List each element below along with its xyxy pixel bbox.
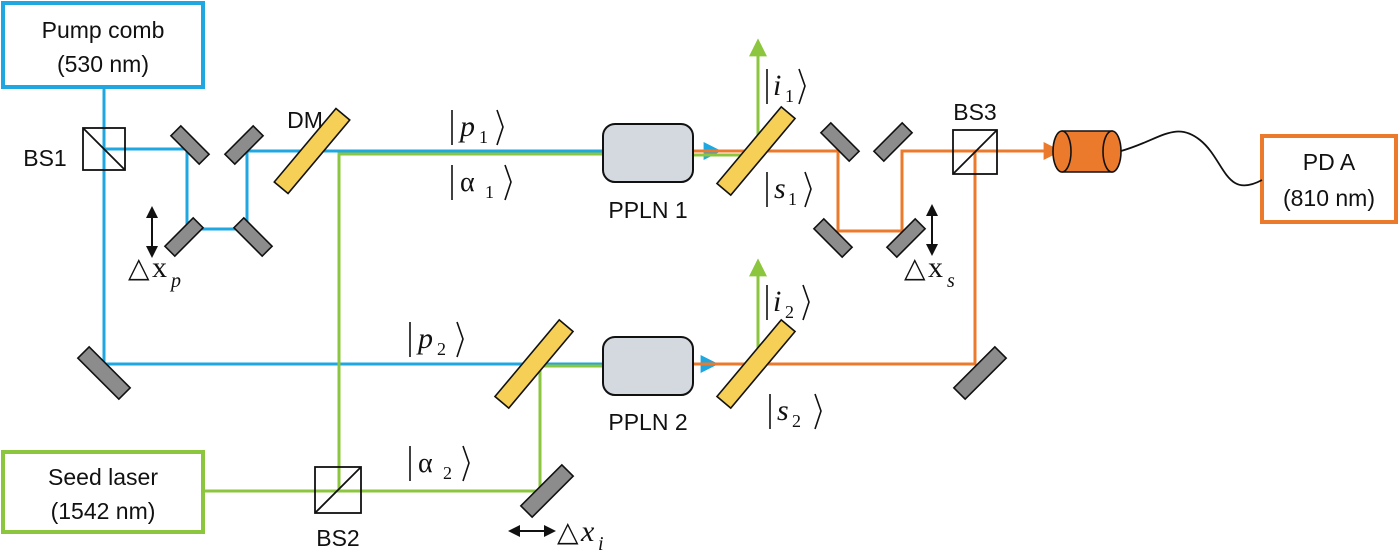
pump-comb-source: Pump comb (530 nm) — [1, 1, 205, 89]
delta-xp-sub: p — [169, 270, 181, 292]
bs2-label: BS2 — [316, 525, 359, 551]
delta-xi-symbol: △ — [557, 516, 579, 547]
ket-alpha2-sub: 2 — [443, 463, 452, 483]
ket-i2: i 2 — [766, 284, 810, 322]
dichroic-mirror — [715, 318, 797, 410]
mirror — [232, 216, 274, 258]
delta-xs-var: x — [928, 251, 943, 284]
delta-xs-sub: s — [947, 270, 955, 292]
delta-xi-var: x — [580, 515, 595, 548]
seed-laser-source: Seed laser (1542 nm) — [1, 450, 205, 534]
ket-i1: i 1 — [766, 68, 806, 106]
dichroic-mirror — [715, 105, 797, 197]
bs3-label: BS3 — [953, 99, 996, 125]
ppln2-label: PPLN 2 — [608, 409, 687, 435]
ket-s2-sub: 2 — [792, 411, 801, 431]
detector-label: PD A — [1303, 149, 1356, 175]
ppln-crystal-1: PPLN 1 — [602, 123, 694, 223]
delta-xp-symbol: △ — [128, 252, 150, 283]
seed-laser-label: Seed laser — [48, 464, 158, 490]
ket-s1-symbol: s — [774, 172, 786, 205]
mirror — [76, 345, 132, 401]
mirror — [223, 124, 265, 166]
bs1-label: BS1 — [23, 145, 66, 171]
ket-s1: s 1 — [766, 171, 812, 209]
delta-xp-var: x — [152, 251, 167, 284]
ket-p2-symbol: p — [416, 322, 433, 355]
detector-wavelength: (810 nm) — [1283, 185, 1375, 211]
mirror — [885, 217, 927, 259]
delay-stage-xi: △ x i — [508, 515, 604, 551]
beam-splitter-bs3: BS3 — [952, 99, 998, 175]
ket-alpha1-symbol: α — [460, 167, 475, 198]
ket-p1: p 1 — [451, 109, 504, 147]
seed-laser-wavelength: (1542 nm) — [51, 498, 156, 524]
dichroic-mirror-dm: DM — [273, 107, 351, 195]
ket-i2-symbol: i — [773, 285, 781, 318]
mirror — [952, 345, 1008, 401]
delta-xi-sub: i — [598, 533, 604, 551]
detector-pd-a: PD A (810 nm) — [1260, 134, 1398, 224]
ket-s1-sub: 1 — [788, 189, 797, 209]
ket-alpha1-sub: 1 — [485, 182, 494, 202]
mirror — [872, 121, 914, 163]
mirror — [163, 216, 205, 258]
ket-i1-sub: 1 — [785, 86, 794, 106]
ket-s2-symbol: s — [777, 394, 789, 427]
ket-alpha2-symbol: α — [418, 448, 433, 479]
ket-p2-sub: 2 — [437, 339, 446, 359]
ket-p1-symbol: p — [458, 110, 475, 143]
ket-p1-sub: 1 — [479, 127, 488, 147]
ket-alpha1: α 1 — [451, 164, 512, 202]
mirror — [519, 463, 575, 519]
ket-i2-sub: 2 — [785, 302, 794, 322]
dichroic-mirror — [493, 318, 575, 410]
ket-p2: p 2 — [409, 321, 464, 359]
beam-splitter-bs1: BS1 — [23, 127, 126, 171]
ket-alpha2: α 2 — [409, 445, 470, 483]
beam-splitter-bs2: BS2 — [314, 466, 362, 551]
signal-beam — [628, 142, 1062, 366]
mirror — [819, 121, 861, 163]
pump-comb-label: Pump comb — [42, 17, 165, 43]
dm-label: DM — [287, 107, 323, 133]
pump-comb-wavelength: (530 nm) — [57, 51, 149, 77]
delay-stage-xs: △ x s — [904, 204, 955, 292]
mirror — [169, 124, 211, 166]
ppln1-label: PPLN 1 — [608, 197, 687, 223]
photodetector-icon — [1052, 130, 1263, 187]
ket-s2: s 2 — [769, 393, 822, 431]
mirror — [812, 217, 854, 259]
delta-xs-symbol: △ — [904, 252, 926, 283]
delay-stage-xp: △ x p — [128, 206, 181, 292]
ket-i1-symbol: i — [773, 69, 781, 102]
ppln-crystal-2: PPLN 2 — [602, 336, 694, 435]
